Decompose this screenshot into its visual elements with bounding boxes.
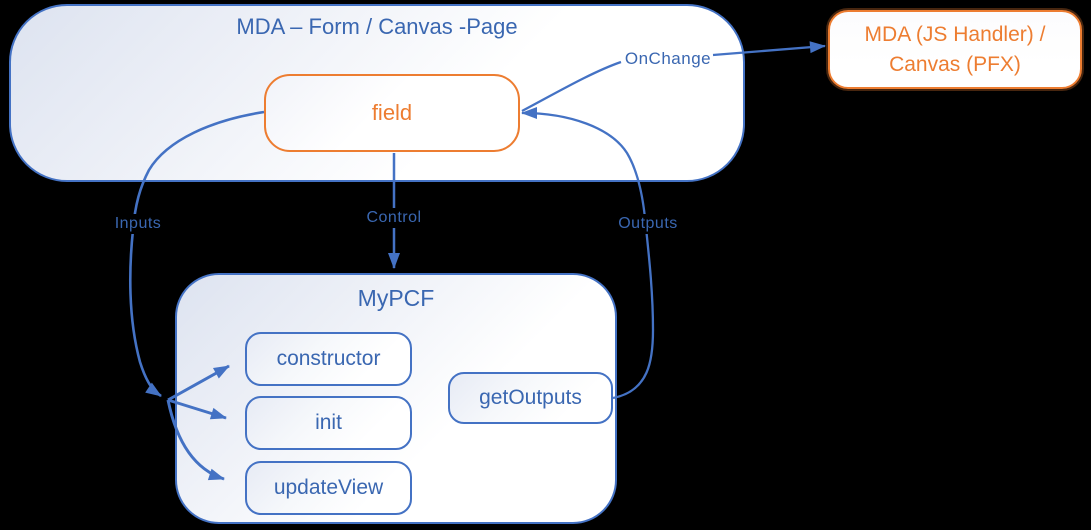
js-handler-label-line1: MDA (JS Handler) / [864,22,1046,46]
mda-page-title: MDA – Form / Canvas -Page [236,14,518,39]
init-node: init [245,396,412,450]
constructor-node-label: constructor [276,347,381,370]
onchange-edge-label: OnChange [624,49,712,68]
field-node-label: field [371,100,413,125]
getoutputs-node: getOutputs [448,372,613,424]
outputs-edge-label: Outputs [614,214,682,234]
getoutputs-node-label: getOutputs [479,386,582,409]
init-node-label: init [315,411,342,434]
js-handler-node: MDA (JS Handler) / Canvas (PFX) [828,10,1082,89]
inputs-edge-label: Inputs [110,214,166,234]
js-handler-label-line2: Canvas (PFX) [889,52,1021,76]
mypcf-title: MyPCF [357,285,435,311]
field-node: field [264,74,520,152]
control-edge-label: Control [362,208,426,228]
updateview-node: updateView [245,461,412,515]
updateview-node-label: updateView [273,476,384,499]
constructor-node: constructor [245,332,412,386]
